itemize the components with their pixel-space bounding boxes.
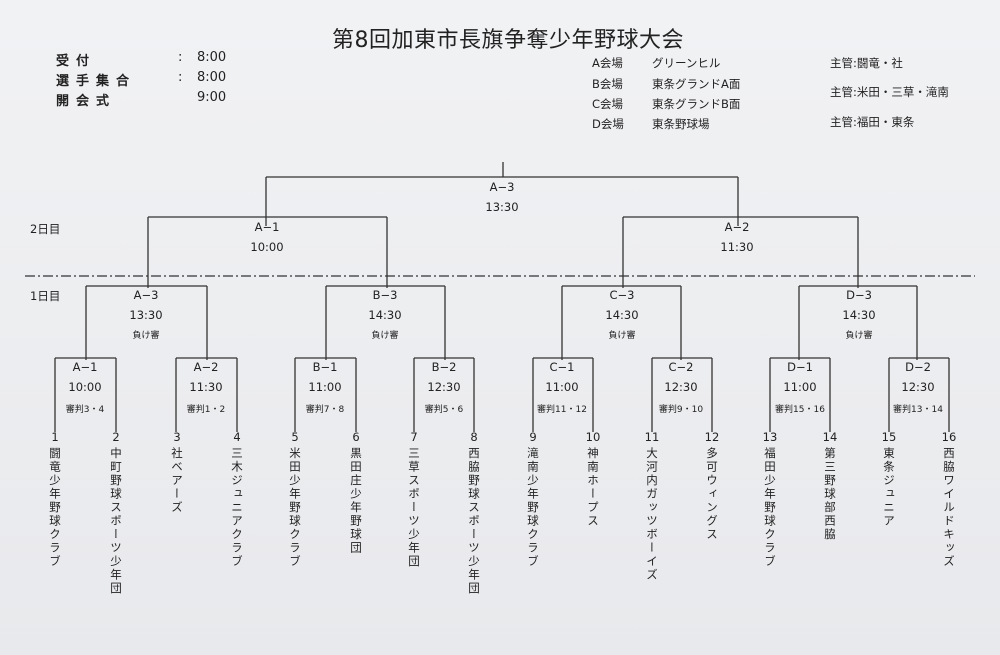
schedule-label: 選手集合 [56, 74, 137, 89]
team-name: 三木ジュニアクラブ [230, 447, 244, 569]
quarter-match-time: 13:30 [129, 308, 163, 322]
round1-match-note: 審判11・12 [537, 405, 587, 415]
team-name: 中町野球スポーツ少年団 [109, 447, 123, 596]
round1-match-note: 審判13・14 [893, 405, 943, 415]
team-name: 西脇野球スポーツ少年団 [467, 447, 481, 596]
team-number: 11 [644, 430, 660, 444]
team-number: 10 [585, 430, 601, 444]
round1-match-note: 審判9・10 [658, 405, 704, 415]
day1-label: 1日目 [30, 289, 61, 303]
team-number: 9 [529, 430, 537, 444]
round1-match-time: 12:30 [427, 380, 461, 394]
round1-match-time: 12:30 [901, 380, 935, 394]
round1-match-label: A−1 [72, 360, 98, 374]
final-match-label: A−3 [489, 180, 515, 194]
round1-match-time: 11:00 [545, 380, 579, 394]
semi-match-time: 11:30 [720, 240, 754, 254]
final-match-time: 13:30 [485, 200, 519, 214]
quarter-match-note: 負け審 [132, 331, 160, 341]
team-name: 東条ジュニア [882, 447, 896, 528]
round1-match-label: C−2 [668, 360, 694, 374]
venue-name: 東条野球場 [652, 117, 710, 131]
team-name: 三草スポーツ少年団 [407, 447, 421, 569]
quarter-match-note: 負け審 [608, 331, 636, 341]
team-name: 神南ホープス [586, 447, 600, 528]
team-number: 13 [762, 430, 778, 444]
team-number: 14 [822, 430, 838, 444]
quarter-match-note: 負け審 [845, 331, 873, 341]
team-number: 7 [410, 430, 418, 444]
schedule-sep: : [178, 70, 183, 85]
team-number: 8 [470, 430, 478, 444]
team-name: 大河内ガッツボーイズ [645, 447, 659, 582]
team-number: 3 [173, 430, 181, 444]
team-name: 多可ウィングス [705, 447, 719, 542]
quarter-match-note: 負け審 [371, 331, 399, 341]
schedule-time: 9:00 [197, 90, 227, 105]
schedule-label: 開会式 [56, 94, 117, 109]
round1-match-note: 審判5・6 [424, 405, 464, 415]
semi-match-label: A−1 [254, 220, 280, 234]
round1-match-time: 11:30 [189, 380, 223, 394]
round1-match-label: D−2 [905, 360, 931, 374]
round1-match-time: 10:00 [68, 380, 102, 394]
quarter-match-time: 14:30 [368, 308, 402, 322]
round1-match-label: A−2 [193, 360, 219, 374]
semi-match-label: A−2 [724, 220, 750, 234]
team-name: 闘竜少年野球クラブ [48, 447, 62, 569]
organizer: 主管:福田・東条 [830, 115, 915, 129]
team-name: 黒田庄少年野球団 [349, 447, 363, 555]
venue-code: D会場 [592, 117, 624, 131]
round1-match-time: 11:00 [783, 380, 817, 394]
team-name: 福田少年野球クラブ [763, 447, 777, 569]
venue-code: C会場 [592, 97, 624, 111]
semi-match-time: 10:00 [250, 240, 284, 254]
team-name: 第三野球部西脇 [823, 447, 837, 542]
team-number: 2 [112, 430, 120, 444]
round1-match-label: D−1 [787, 360, 813, 374]
organizer: 主管:米田・三草・滝南 [830, 85, 949, 99]
round1-match-note: 審判15・16 [775, 405, 825, 415]
schedule-time: 8:00 [197, 50, 227, 65]
venue-code: B会場 [592, 77, 623, 91]
team-number: 16 [941, 430, 957, 444]
team-number: 5 [291, 430, 299, 444]
quarter-match-label: D−3 [846, 288, 872, 302]
quarter-match-time: 14:30 [605, 308, 639, 322]
venue-name: 東条グランドA面 [652, 77, 741, 91]
venue-name: グリーンヒル [652, 56, 721, 70]
round1-match-note: 審判1・2 [186, 405, 226, 415]
quarter-match-time: 14:30 [842, 308, 876, 322]
round1-match-label: B−1 [312, 360, 338, 374]
team-number: 12 [704, 430, 720, 444]
team-name: 米田少年野球クラブ [288, 447, 302, 569]
quarter-match-label: B−3 [372, 288, 398, 302]
venue-code: A会場 [592, 56, 623, 70]
round1-match-label: B−2 [431, 360, 457, 374]
team-number: 6 [352, 430, 360, 444]
round1-match-time: 11:00 [308, 380, 342, 394]
round1-match-time: 12:30 [664, 380, 698, 394]
team-name: 社ベアーズ [170, 447, 184, 515]
round1-match-note: 審判3・4 [65, 405, 105, 415]
schedule-label: 受付 [56, 54, 97, 69]
day2-label: 2日目 [30, 222, 61, 236]
page-title: 第8回加東市長旗争奪少年野球大会 [332, 28, 684, 53]
team-number: 1 [51, 430, 59, 444]
round1-match-note: 審判7・8 [305, 405, 345, 415]
organizer: 主管:闘竜・社 [830, 56, 903, 70]
team-name: 西脇ワイルドキッズ [942, 447, 956, 569]
schedule-time: 8:00 [197, 70, 227, 85]
team-number: 15 [881, 430, 897, 444]
schedule-sep: : [178, 50, 183, 65]
quarter-match-label: C−3 [609, 288, 635, 302]
venue-name: 東条グランドB面 [652, 97, 741, 111]
team-number: 4 [233, 430, 241, 444]
quarter-match-label: A−3 [133, 288, 159, 302]
team-name: 滝南少年野球クラブ [526, 447, 540, 569]
round1-match-label: C−1 [549, 360, 575, 374]
